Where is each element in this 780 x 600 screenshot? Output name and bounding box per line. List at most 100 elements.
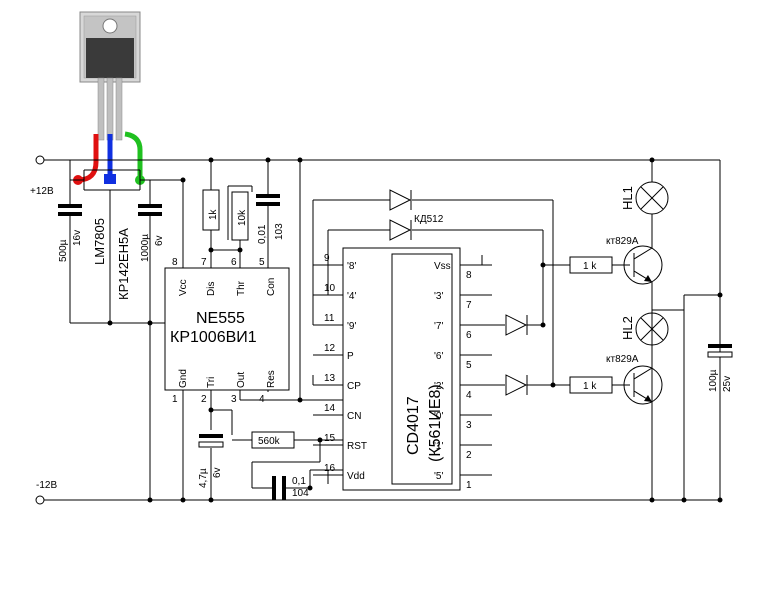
reset-network — [232, 431, 343, 500]
trigger-capacitor — [198, 434, 224, 448]
counter-left-pin-number: 12 — [324, 343, 336, 354]
voltage-regulator — [79, 11, 141, 141]
counter-right-pin-label: '7' — [434, 321, 443, 332]
transistor-q1 — [623, 215, 663, 500]
timer-pin-number-out: 3 — [231, 394, 237, 405]
counter-left-pin-number: 9 — [324, 253, 330, 264]
timer-ic-body — [164, 267, 290, 391]
counter-right-pin-label: '1' — [434, 441, 443, 452]
timer-pin-number-tri: 2 — [201, 394, 207, 405]
counter-ic-body — [342, 247, 461, 491]
counter-left-pin-number: 16 — [324, 463, 336, 474]
counter-right-pin-number: 1 — [466, 480, 472, 491]
counter-left-pin-label: Vdd — [347, 471, 365, 482]
counter-left-pin-number: 11 — [324, 313, 335, 324]
lamp-hl1-label: HL1 — [620, 186, 635, 210]
counter-right-pin-number: 5 — [466, 360, 472, 371]
counter-left-pin-label: P — [347, 351, 354, 362]
regulator-part-label: LM7805 — [92, 218, 107, 265]
diode-d2 — [389, 219, 412, 241]
timer-pin-out: Out — [236, 372, 247, 388]
timer-wiring — [180, 157, 343, 503]
base-resistor-2-value: 1 k — [583, 381, 597, 392]
counter-right-pin-number: 4 — [466, 390, 472, 401]
counter-left-pin-label: CN — [347, 411, 361, 422]
counter-right-pin-label: '3' — [434, 291, 443, 302]
diode-d4 — [505, 374, 528, 396]
reset-resistor-value: 560k — [258, 436, 281, 447]
lamp-capacitor-value: 100µ — [708, 369, 719, 392]
transistor-q2-label: кт829А — [606, 354, 639, 365]
counter-left-pin-label: CP — [347, 381, 361, 392]
counter-right-pins: 8 Vss 7 '3' 6 '7' 5 '6' 4 '2' 3 '0' 2 '1' 1 '5' — [434, 261, 492, 491]
lamp-hl2 — [635, 292, 723, 503]
counter-left-pin-number: 14 — [324, 403, 336, 414]
counter-left-pin-number: 10 — [324, 283, 336, 294]
counter-ic-alt-name: (К561ИЕ8) — [427, 384, 444, 462]
lamp-capacitor-voltage: 25v — [722, 376, 733, 392]
regulator-lead-output — [124, 131, 143, 180]
counter-right-pin-label: '5' — [434, 471, 443, 482]
timer-pin-con: Con — [266, 278, 277, 296]
trigger-capacitor-voltage: 6v — [212, 467, 223, 478]
counter-left-pin-label: '8' — [347, 261, 356, 272]
lamp-hl2-label: HL2 — [620, 316, 635, 340]
output-capacitor-voltage: 6v — [154, 235, 165, 246]
counter-right-pin-label: Vss — [434, 261, 451, 272]
counter-left-pin-label: '4' — [347, 291, 356, 302]
timer-pin-res: Res — [266, 370, 277, 388]
negative-supply-label: -12В — [36, 480, 57, 491]
resistor-r1-value: 1k — [208, 208, 219, 220]
diode-d3 — [505, 314, 528, 336]
counter-ic-label-box — [391, 253, 453, 485]
output-capacitor-value: 1000µ — [140, 234, 151, 262]
timer-pin-number-thr: 6 — [231, 257, 237, 268]
counter-left-pin-number: 15 — [324, 433, 336, 444]
diode-d1 — [389, 189, 412, 211]
output-capacitor — [138, 204, 162, 216]
counter-wiring — [312, 199, 570, 484]
timer-pin-dis: Dis — [206, 282, 217, 296]
timer-pin-number-con: 5 — [259, 257, 265, 268]
counter-ic-name: CD4017 — [405, 396, 422, 455]
power-rails — [35, 155, 721, 505]
timer-ic-name: NE555 — [196, 310, 245, 327]
timer-pin-vcc: Vcc — [178, 279, 189, 296]
counter-right-pin-number: 3 — [466, 420, 472, 431]
regulator-wiring — [69, 160, 184, 503]
counter-right-pin-label: '0' — [434, 411, 443, 422]
counter-right-pin-label: '6' — [434, 351, 443, 362]
timer-pin-tri: Tri — [206, 377, 217, 388]
counter-left-pin-number: 13 — [324, 373, 336, 384]
timer-pin-number-vcc: 8 — [172, 257, 178, 268]
input-capacitor-voltage: 16v — [72, 230, 83, 246]
timer-pin-gnd: Gnd — [178, 369, 189, 388]
counter-right-pin-number: 7 — [466, 300, 472, 311]
input-capacitor-value: 500µ — [58, 239, 69, 262]
timer-ic-alt-name: КР1006ВИ1 — [170, 329, 257, 346]
timer-pin-thr: Thr — [236, 280, 247, 296]
regulator-pad-ground — [104, 174, 116, 184]
lamp-hl1 — [635, 157, 669, 215]
timer-pin-number-gnd: 1 — [172, 394, 178, 405]
timing-capacitor-value: 0,01 — [257, 224, 268, 244]
reset-capacitor-value: 0,1 — [292, 476, 306, 487]
counter-right-pin-number: 2 — [466, 450, 472, 461]
positive-supply-label: +12В — [30, 186, 54, 197]
diode-type-label: КД512 — [414, 214, 444, 225]
counter-right-pin-label: '2' — [434, 381, 443, 392]
reset-capacitor-code: 104 — [292, 488, 309, 499]
timer-pin-number-dis: 7 — [201, 257, 207, 268]
input-capacitor — [58, 204, 82, 216]
lamp-capacitor — [707, 344, 733, 358]
transistor-q1-label: кт829А — [606, 236, 639, 247]
counter-left-pin-label: '9' — [347, 321, 356, 332]
regulator-alt-part-label: КР142ЕН5А — [116, 228, 131, 300]
transistor-q2 — [623, 345, 663, 405]
counter-right-pin-number: 8 — [466, 270, 472, 281]
counter-right-pin-number: 6 — [466, 330, 472, 341]
resistor-r2-value: 10k — [237, 209, 248, 226]
regulator-lead-input — [77, 134, 99, 183]
